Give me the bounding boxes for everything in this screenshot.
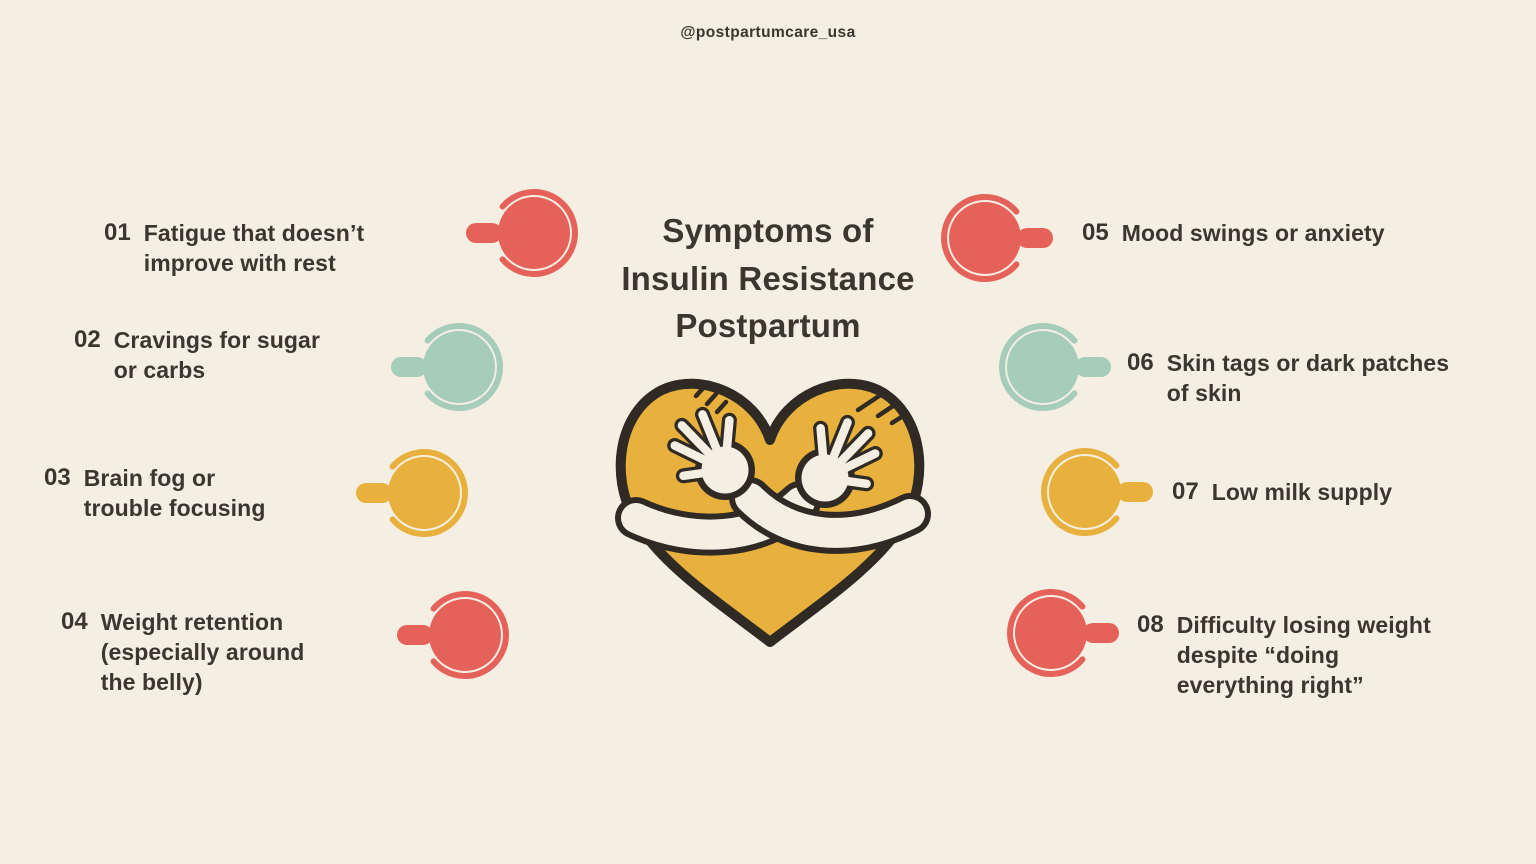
- self-hug-heart-icon: [615, 378, 931, 647]
- symptom-item-03: 03 Brain fog or trouble focusing: [44, 463, 265, 523]
- symptom-item-08: 08 Difficulty losing weight despite “doi…: [1137, 610, 1431, 700]
- symptom-text: Skin tags or dark patches of skin: [1166, 350, 1450, 406]
- symptom-item-02: 02 Cravings for sugar or carbs: [74, 325, 320, 385]
- symptom-item-07: 07 Low milk supply: [1172, 477, 1392, 507]
- symptom-number: 08: [1137, 611, 1164, 638]
- left-hand: [667, 406, 755, 500]
- symptom-text: Low milk supply: [1211, 479, 1393, 505]
- symptom-text: Mood swings or anxiety: [1121, 220, 1385, 246]
- lollipop-circle-icon: [391, 323, 503, 411]
- right-hand: [795, 414, 883, 508]
- symptom-number: 02: [74, 326, 101, 353]
- symptom-number: 01: [104, 219, 131, 246]
- symptom-text: Fatigue that doesn’t improve with rest: [143, 220, 365, 276]
- lollipop-circle-icon: [466, 189, 578, 277]
- symptom-text: Brain fog or trouble focusing: [83, 465, 266, 521]
- symptom-item-06: 06 Skin tags or dark patches of skin: [1127, 348, 1449, 408]
- symptom-text: Cravings for sugar or carbs: [113, 327, 320, 383]
- symptom-number: 06: [1127, 349, 1154, 376]
- symptom-item-04: 04 Weight retention (especially around t…: [61, 607, 304, 697]
- symptom-item-01: 01 Fatigue that doesn’t improve with res…: [104, 218, 364, 278]
- lollipop-circle-icon: [1007, 589, 1119, 677]
- lollipop-circle-icon: [356, 449, 468, 537]
- lollipop-circle-icon: [397, 591, 509, 679]
- lollipop-circle-icon: [941, 194, 1053, 282]
- symptom-item-05: 05 Mood swings or anxiety: [1082, 218, 1385, 248]
- symptom-number: 04: [61, 608, 88, 635]
- social-handle: @postpartumcare_usa: [680, 24, 856, 41]
- symptom-text: Weight retention (especially around the …: [100, 609, 305, 695]
- symptom-number: 03: [44, 464, 71, 491]
- symptom-number: 07: [1172, 478, 1199, 505]
- page-title: Symptoms of Insulin Resistance Postpartu…: [621, 212, 915, 344]
- symptom-number: 05: [1082, 219, 1109, 246]
- lollipop-circle-icon: [999, 323, 1111, 411]
- lollipop-circle-icon: [1041, 448, 1153, 536]
- symptom-text: Difficulty losing weight despite “doing …: [1176, 612, 1431, 698]
